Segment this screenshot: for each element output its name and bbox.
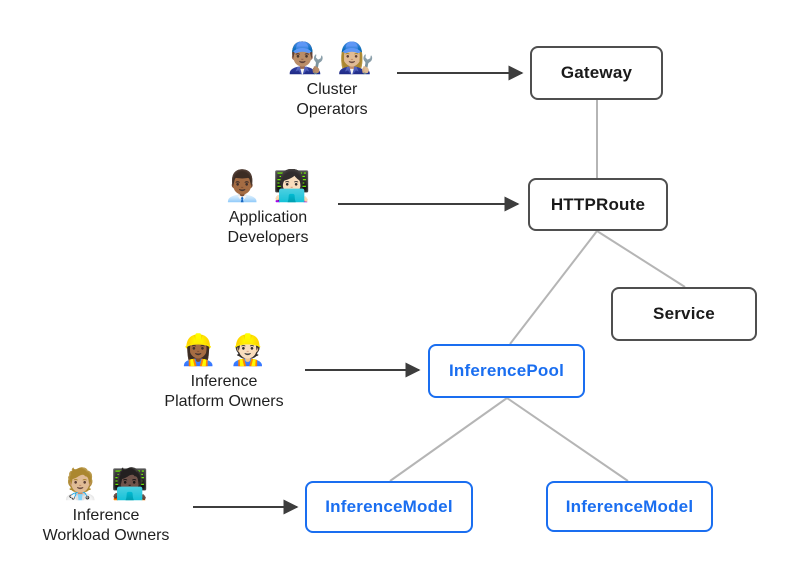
node-inferencemodel-2-label: InferenceModel [565, 496, 694, 516]
cluster-operators-label-line2: Operators [296, 100, 368, 118]
edge-httproute-inferencepool [509, 230, 598, 345]
inference-workload-owners-label-line2: Workload Owners [42, 526, 170, 544]
persona-cluster-operators: 👨🏽‍🔧 👩🏼‍🔧 Cluster Operators [242, 38, 422, 119]
edge-inferencepool-inferencemodel-1 [389, 397, 508, 482]
node-inferencemodel-1: InferenceModel [305, 481, 473, 533]
persona-inference-platform-owners: 👷🏾‍♀️ 👷🏻 Inference Platform Owners [134, 330, 314, 411]
node-httproute-label: HTTPRoute [550, 194, 646, 214]
node-inferencepool: InferencePool [428, 344, 585, 398]
node-inferencepool-label: InferencePool [448, 361, 565, 380]
inference-platform-owners-label-line1: Inference [190, 373, 258, 390]
node-gateway: Gateway [530, 46, 663, 100]
inference-workload-owners-label-line1: Inference [72, 507, 140, 524]
inference-platform-owners-label-line2: Platform Owners [164, 392, 284, 410]
node-service-label: Service [653, 304, 715, 323]
cluster-operators-label-line1: Cluster [306, 81, 358, 98]
node-gateway-label: Gateway [560, 63, 633, 82]
application-developers-label-line1: Application [228, 209, 308, 226]
edge-inferencepool-inferencemodel-2 [506, 397, 629, 482]
edge-httproute-service [596, 230, 686, 288]
application-developers-emoji: 👨🏾‍💼 👩🏻‍💻 [223, 170, 313, 203]
node-inferencemodel-2: InferenceModel [546, 481, 713, 532]
persona-application-developers: 👨🏾‍💼 👩🏻‍💻 Application Developers [178, 166, 358, 247]
application-developers-label-line2: Developers [227, 228, 309, 246]
node-service: Service [611, 287, 757, 341]
node-httproute: HTTPRoute [528, 178, 668, 231]
cluster-operators-emoji: 👨🏽‍🔧 👩🏼‍🔧 [287, 42, 377, 75]
inference-platform-owners-emoji: 👷🏾‍♀️ 👷🏻 [179, 334, 269, 367]
inference-workload-owners-emoji: 🧑🏼‍⚕️ 🧑🏿‍💻 [61, 468, 151, 501]
node-inferencemodel-1-label: InferenceModel [325, 497, 453, 516]
persona-inference-workload-owners: 🧑🏼‍⚕️ 🧑🏿‍💻 Inference Workload Owners [16, 464, 196, 545]
